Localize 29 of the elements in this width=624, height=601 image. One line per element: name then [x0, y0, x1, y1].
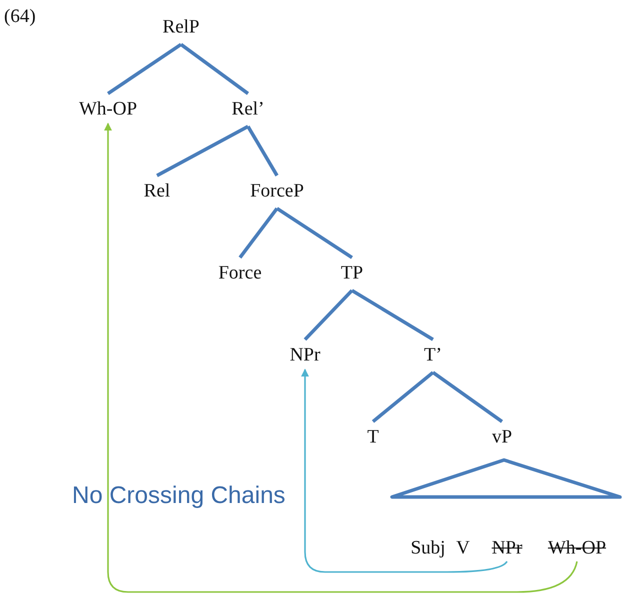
tree-branch — [372, 371, 434, 423]
tree-branch — [246, 126, 278, 176]
tree-node-label: Wh-OP — [548, 538, 606, 560]
tree-node-label: ForceP — [250, 182, 304, 202]
tree-node-label: NPr — [492, 538, 522, 560]
tree-branch — [351, 288, 434, 342]
tree-branch — [156, 124, 249, 178]
tree-node-label: vP — [492, 428, 512, 448]
tree-node-label: Force — [218, 264, 262, 284]
tree-node-label: Subj — [410, 538, 446, 560]
tree-branch — [107, 43, 182, 95]
example-number: (64) — [4, 6, 36, 28]
tree-node-label: Wh-OP — [78, 100, 138, 120]
tree-branch — [238, 207, 278, 259]
annotation-text: No Crossing Chains — [72, 482, 286, 510]
tree-node-label: V — [456, 538, 470, 560]
tree-branch — [276, 206, 353, 260]
tree-branch — [304, 289, 354, 341]
tree-node-label: T’ — [424, 346, 442, 366]
tree-node-label: T — [367, 428, 379, 448]
movement-arrow — [104, 122, 578, 593]
tree-node-label: TP — [340, 264, 364, 284]
tree-node-label: Rel’ — [232, 100, 264, 120]
tree-branch — [180, 43, 250, 95]
tree-node-label: NPr — [290, 346, 320, 366]
movement-arrow — [301, 368, 508, 573]
tree-branch — [432, 371, 504, 423]
tree-node-label: RelP — [162, 18, 200, 38]
tree-node-label: Rel — [144, 182, 170, 202]
